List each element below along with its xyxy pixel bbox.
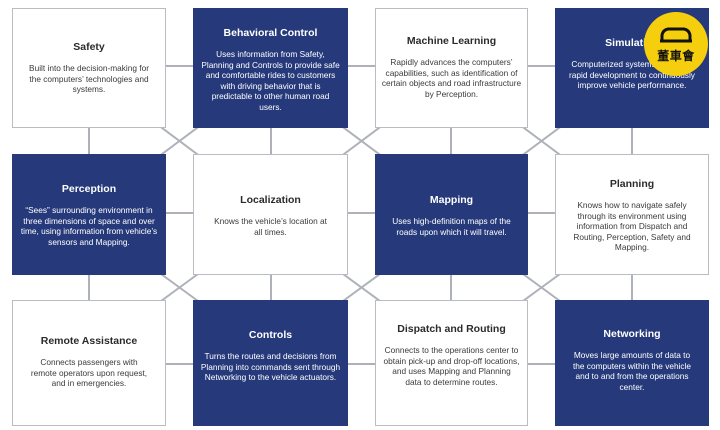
card-title: Planning <box>609 178 655 190</box>
card-title: Mapping <box>429 194 474 206</box>
card-localization: Localization Knows the vehicle’s locatio… <box>193 154 348 275</box>
car-icon <box>660 27 692 43</box>
card-title: Controls <box>248 329 293 341</box>
card-behavioral-control: Behavioral Control Uses information from… <box>193 8 348 128</box>
card-safety: Safety Built into the decision-making fo… <box>12 8 166 128</box>
card-description: Uses information from Safety, Planning a… <box>201 49 340 112</box>
card-remote-assistance: Remote Assistance Connects passengers wi… <box>12 300 166 426</box>
card-title: Dispatch and Routing <box>397 323 506 335</box>
card-description: Uses high-definition maps of the roads u… <box>392 216 511 237</box>
card-title: Remote Assistance <box>40 335 138 347</box>
card-controls: Controls Turns the routes and decisions … <box>193 300 348 426</box>
card-description: Connects to the operations center to obt… <box>383 345 520 387</box>
card-dispatch-and-routing: Dispatch and Routing Connects to the ope… <box>375 300 528 426</box>
card-description: Turns the routes and decisions from Plan… <box>200 351 341 383</box>
card-description: Connects passengers with remote operator… <box>30 357 148 389</box>
watermark-badge: 董車會 <box>644 12 708 76</box>
card-planning: Planning Knows how to navigate safely th… <box>555 154 709 275</box>
card-description: Knows how to navigate safely through its… <box>573 200 691 253</box>
card-description: Built into the decision-making for the c… <box>29 63 149 95</box>
card-mapping: Mapping Uses high-definition maps of the… <box>375 154 528 275</box>
card-description: Rapidly advances the computers’ capabili… <box>381 57 522 99</box>
card-networking: Networking Moves large amounts of data t… <box>555 300 709 426</box>
card-perception: Perception “Sees” surrounding environmen… <box>12 154 166 275</box>
card-title: Localization <box>240 194 301 206</box>
card-title: Machine Learning <box>406 35 497 47</box>
card-description: Computerized systems facilitates rapid d… <box>569 59 695 91</box>
card-machine-learning: Machine Learning Rapidly advances the co… <box>375 8 528 128</box>
card-title: Safety <box>73 41 105 53</box>
card-description: Knows the vehicle’s location at all time… <box>214 216 327 237</box>
card-title: Networking <box>603 328 661 340</box>
card-title: Perception <box>61 183 117 195</box>
card-description: Moves large amounts of data to the compu… <box>572 350 692 392</box>
card-description: “Sees” surrounding environment in three … <box>20 205 158 247</box>
card-title: Behavioral Control <box>223 27 318 39</box>
badge-text: 董車會 <box>657 49 695 63</box>
